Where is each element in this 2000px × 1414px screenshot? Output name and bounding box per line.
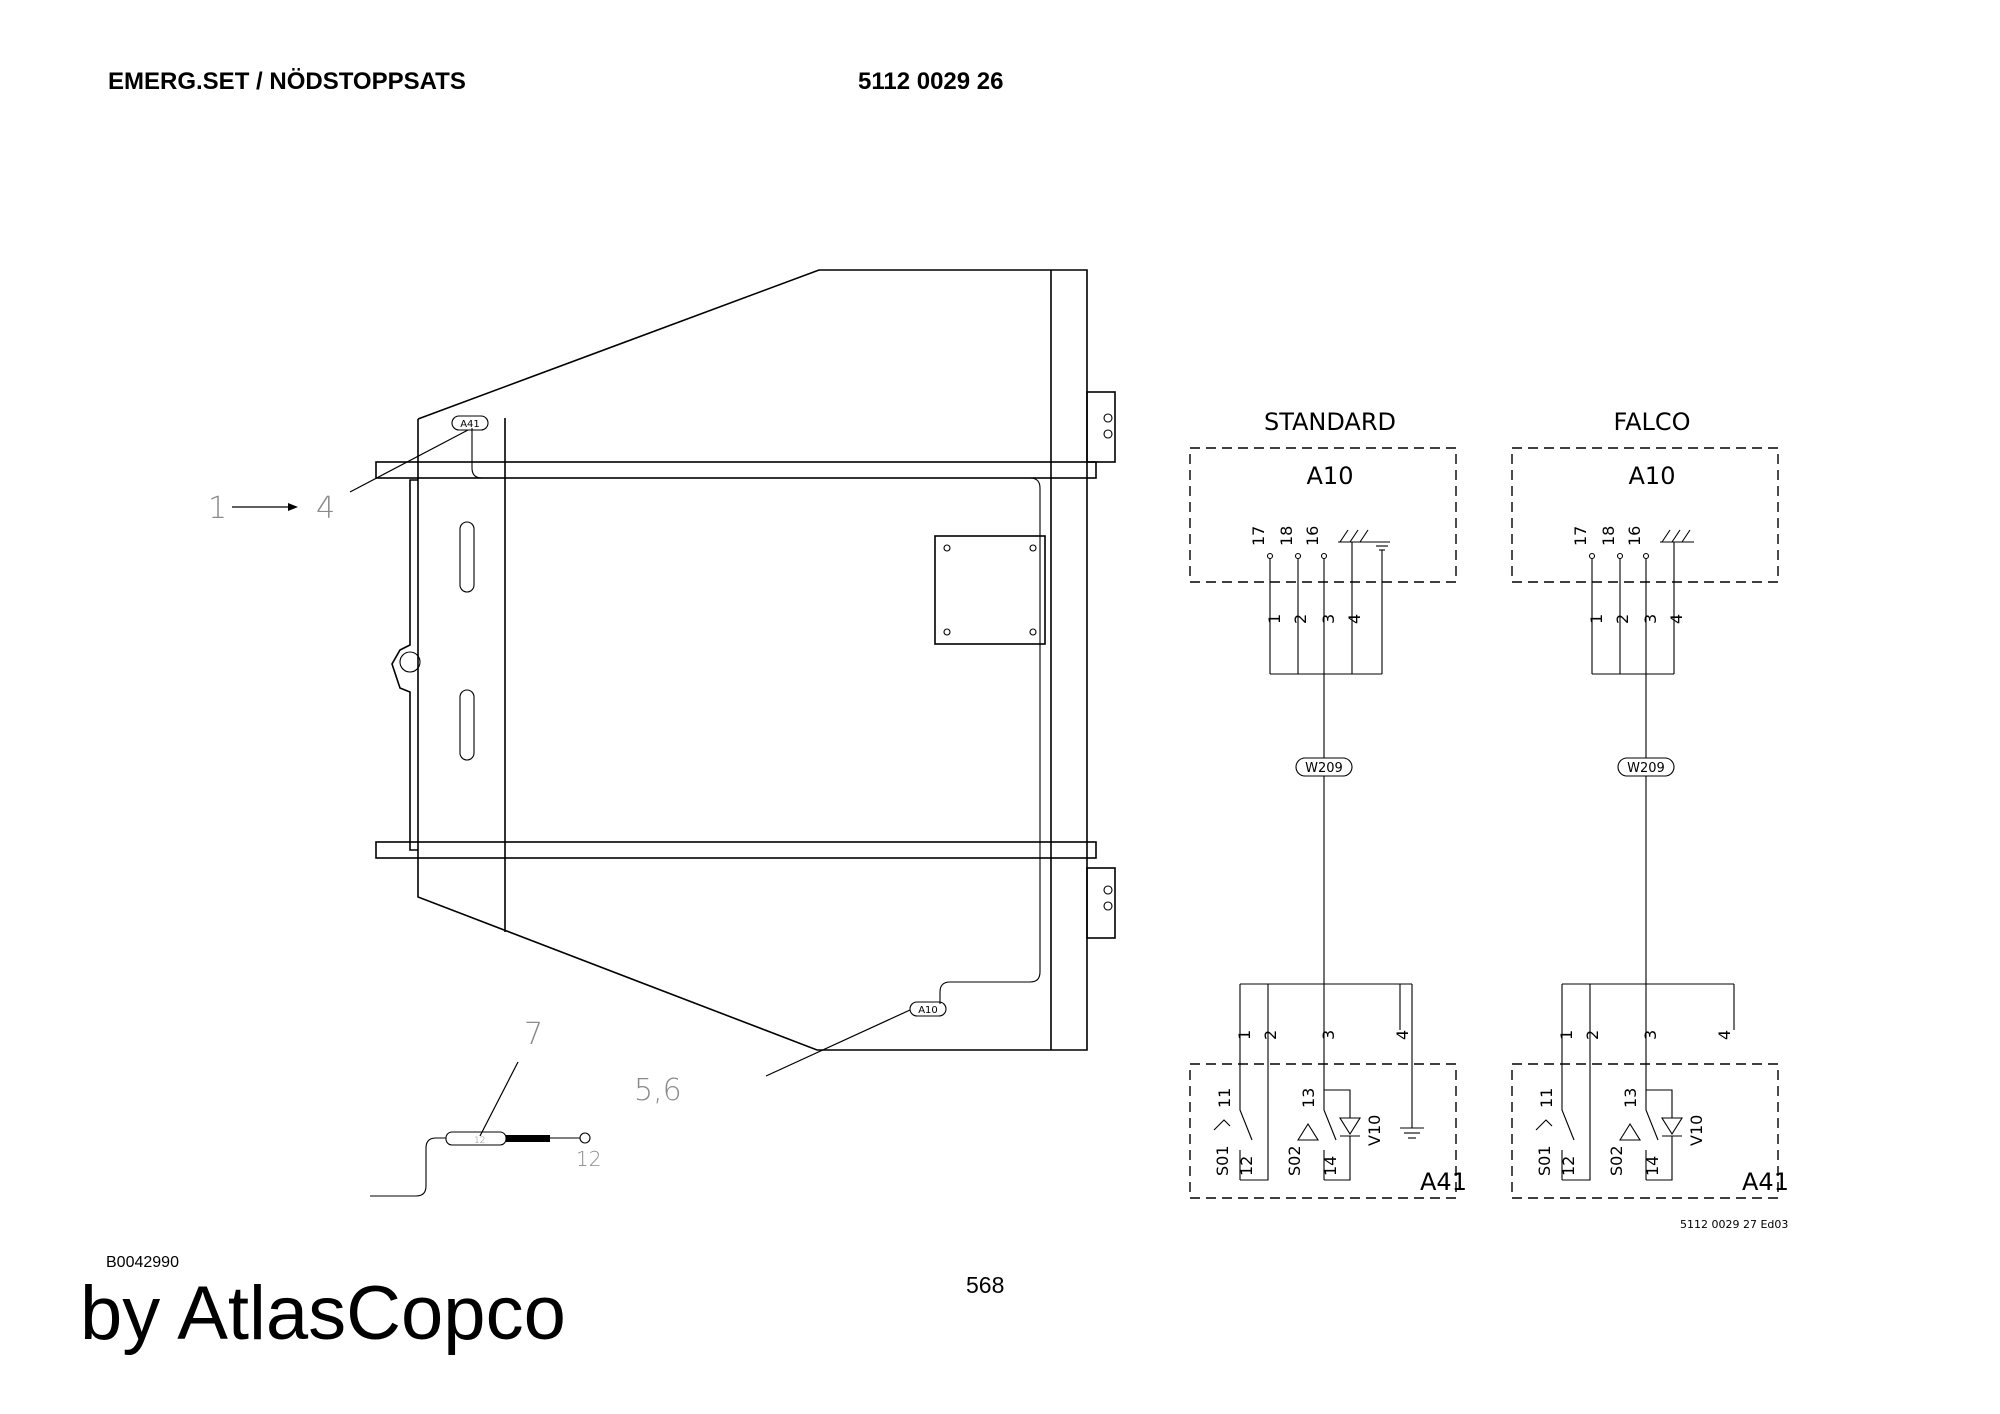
edition-label: 5112 0029 27 Ed03: [1680, 1218, 1788, 1231]
svg-text:4: 4: [1393, 1030, 1412, 1040]
svg-text:A41: A41: [1420, 1168, 1467, 1196]
bracket-bottom: [1086, 867, 1116, 939]
brand-text: by AtlasCopco: [80, 1271, 566, 1356]
svg-text:17: 17: [1249, 526, 1268, 546]
mounting-plate: [934, 535, 1046, 645]
svg-text:12: 12: [1237, 1156, 1256, 1176]
svg-text:1: 1: [1587, 614, 1606, 624]
svg-text:A41: A41: [1742, 1168, 1789, 1196]
assembly-drawing: A41 A10 1 4 5,6 7 12 12: [208, 269, 1116, 1197]
svg-text:S01: S01: [1213, 1145, 1232, 1176]
callout-12: 12: [576, 1147, 601, 1171]
svg-text:18: 18: [1277, 526, 1296, 546]
svg-text:12: 12: [474, 1136, 485, 1146]
svg-text:12: 12: [1559, 1156, 1578, 1176]
part-number: 5112 0029 26: [858, 68, 1004, 95]
schematic-standard: STANDARD A10 17 18 16 1 2 3 4 W209 1 2: [1189, 408, 1467, 1199]
svg-text:14: 14: [1643, 1156, 1662, 1176]
callout-7: 7: [524, 1017, 543, 1052]
box-a10-falco: [1511, 447, 1779, 583]
svg-text:S01: S01: [1535, 1145, 1554, 1176]
callout-5-6: 5,6: [634, 1073, 682, 1108]
box-a41-falco: [1511, 1063, 1779, 1199]
page-title: EMERG.SET / NÖDSTOPPSATS: [108, 68, 466, 95]
svg-text:4: 4: [1667, 614, 1686, 624]
svg-text:14: 14: [1321, 1156, 1340, 1176]
upper-rail: [375, 461, 1097, 479]
svg-text:1: 1: [1265, 614, 1284, 624]
svg-text:3: 3: [1641, 1030, 1660, 1040]
svg-text:2: 2: [1291, 614, 1310, 624]
svg-text:A10: A10: [1629, 462, 1676, 490]
svg-text:2: 2: [1613, 614, 1632, 624]
svg-text:3: 3: [1319, 614, 1338, 624]
svg-text:13: 13: [1299, 1088, 1318, 1108]
svg-text:4: 4: [1345, 614, 1364, 624]
svg-text:S02: S02: [1607, 1145, 1626, 1176]
schematic-falco: FALCO A10 17 18 16 1 2 3 4 W209 1 2 3 4 …: [1511, 408, 1789, 1199]
svg-text:3: 3: [1319, 1030, 1338, 1040]
lower-rail: [375, 841, 1097, 859]
svg-text:A10: A10: [1307, 462, 1354, 490]
tag-a41: A41: [460, 419, 480, 430]
tag-a10: A10: [918, 1005, 938, 1016]
svg-text:11: 11: [1215, 1088, 1234, 1108]
page-number: 568: [966, 1272, 1005, 1298]
enclosure-outline: [417, 269, 1088, 1051]
svg-text:1: 1: [1235, 1030, 1254, 1040]
callout-1: 1: [208, 491, 227, 526]
svg-text:16: 16: [1625, 526, 1644, 546]
box-a10-standard: [1189, 447, 1457, 583]
cable-w209-standard: W209: [1305, 761, 1343, 776]
svg-text:V10: V10: [1365, 1115, 1384, 1146]
svg-text:2: 2: [1583, 1030, 1602, 1040]
cable-w209-falco: W209: [1627, 761, 1665, 776]
svg-text:16: 16: [1303, 526, 1322, 546]
internal-cable: [471, 428, 1041, 1004]
bracket-top: [1086, 391, 1116, 463]
sensor-cable: [370, 1137, 446, 1197]
svg-text:11: 11: [1537, 1088, 1556, 1108]
drawing-id: B0042990: [106, 1254, 179, 1271]
svg-text:1: 1: [1557, 1030, 1576, 1040]
callout-4: 4: [316, 491, 335, 526]
svg-text:13: 13: [1621, 1088, 1640, 1108]
svg-text:2: 2: [1261, 1030, 1280, 1040]
svg-text:18: 18: [1599, 526, 1618, 546]
schematic-title-standard: STANDARD: [1264, 408, 1396, 436]
svg-text:S02: S02: [1285, 1145, 1304, 1176]
svg-text:4: 4: [1715, 1030, 1734, 1040]
schematic-title-falco: FALCO: [1613, 408, 1690, 436]
svg-text:17: 17: [1571, 526, 1590, 546]
svg-text:V10: V10: [1687, 1115, 1706, 1146]
svg-text:3: 3: [1641, 614, 1660, 624]
box-a41-standard: [1189, 1063, 1457, 1199]
